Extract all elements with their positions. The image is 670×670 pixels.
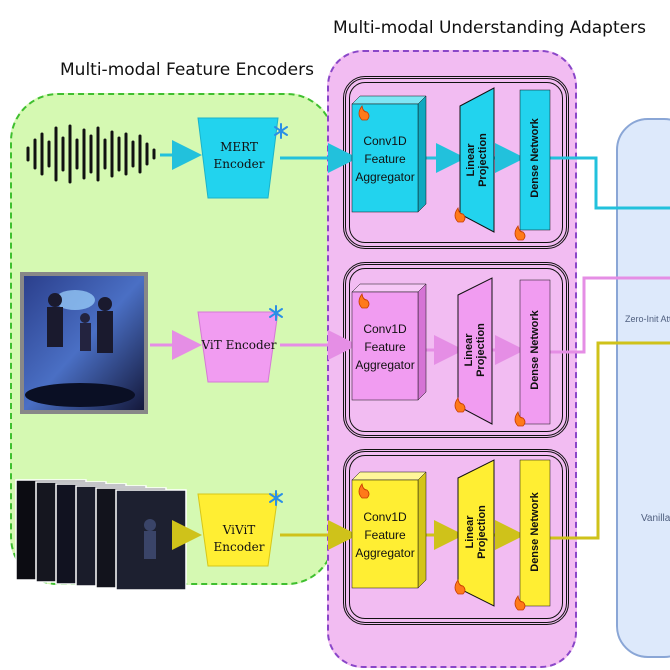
flame-icon (454, 579, 466, 595)
projection-line2: Projection (477, 133, 489, 187)
audio-dense-shape (519, 89, 551, 231)
projection-line1: Linear (464, 515, 476, 549)
video-dense-network: Dense Network (529, 492, 541, 572)
image-dense-network: Dense Network (529, 310, 541, 390)
vanilla-attention-label: Vanilla A (641, 513, 670, 524)
aggregator-line2: Feature (364, 340, 406, 354)
vit-encoder: ViT Encoder (201, 338, 277, 352)
snowflake-icon (269, 305, 283, 321)
image-projection-shape (457, 277, 493, 425)
mert-encoder-line1: MERT (220, 140, 258, 154)
flame-icon (454, 207, 466, 223)
mert-encoder-shape (197, 117, 279, 199)
audio-waveform-icon (26, 124, 156, 184)
vit-encoder-shape (197, 311, 279, 383)
image-aggregator-shape (351, 283, 427, 401)
projection-line1: Linear (465, 143, 477, 177)
concert-image (20, 272, 148, 414)
video-projection-shape (457, 459, 495, 607)
mert-encoder-line2: Encoder (213, 157, 265, 171)
aggregator-line3: Aggregator (355, 358, 415, 372)
adapters-title: Multi-modal Understanding Adapters (333, 18, 646, 38)
aggregator-line2: Feature (364, 152, 406, 166)
flame-icon (514, 595, 526, 611)
image-dense-shape (519, 279, 551, 425)
aggregator-line1: Conv1D (363, 510, 407, 524)
video-aggregator-shape (351, 471, 427, 589)
aggregator-line1: Conv1D (363, 322, 407, 336)
mert-encoder: MERT Encoder (204, 139, 274, 173)
vivit-encoder: ViViT Encoder (213, 523, 265, 554)
projection-line1: Linear (463, 333, 475, 367)
audio-aggregator-shape (351, 95, 427, 213)
aggregator-line3: Aggregator (355, 546, 415, 560)
flame-icon (358, 105, 370, 121)
aggregator-line3: Aggregator (355, 170, 415, 184)
encoders-title: Multi-modal Feature Encoders (60, 60, 314, 80)
audio-projection-shape (459, 87, 495, 233)
flame-icon (358, 293, 370, 309)
projection-line2: Projection (476, 505, 488, 559)
aggregator-line1: Conv1D (363, 134, 407, 148)
zero-init-attention-label: Zero-Init Atte (625, 314, 670, 324)
snowflake-icon (274, 123, 288, 139)
projection-line2: Projection (475, 323, 487, 377)
flame-icon (514, 411, 526, 427)
aggregator-line2: Feature (364, 528, 406, 542)
video-frames (15, 479, 187, 591)
flame-icon (454, 397, 466, 413)
audio-dense-network: Dense Network (529, 118, 541, 198)
vivit-encoder-shape (197, 493, 279, 567)
flame-icon (514, 225, 526, 241)
video-dense-shape (519, 459, 551, 607)
flame-icon (358, 483, 370, 499)
snowflake-icon (269, 490, 283, 506)
